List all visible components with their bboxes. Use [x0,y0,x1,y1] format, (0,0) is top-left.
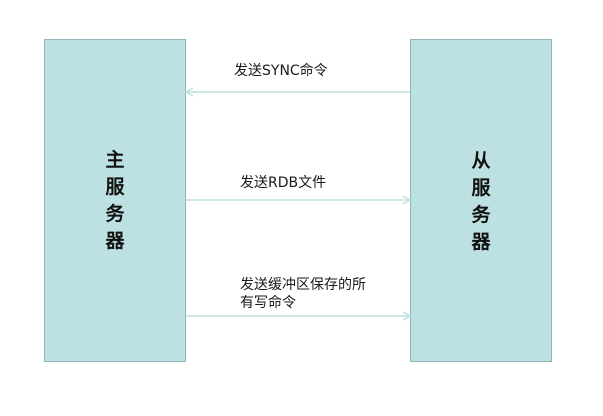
sync-command-label: 发送SYNC命令 [234,63,328,79]
arrow-buffer-commands [186,311,412,321]
buffer-commands-label: 发送缓冲区保存的所 有写命令 [240,276,366,312]
buffer-commands-label-line1: 发送缓冲区保存的所 [240,277,366,293]
arrow-sync-command [184,87,410,97]
buffer-commands-label-line2: 有写命令 [240,295,296,311]
master-server-box: 主服务器 [44,39,186,362]
master-server-label: 主服务器 [105,148,125,252]
slave-server-box: 从服务器 [410,39,552,362]
slave-server-label: 从服务器 [471,149,491,253]
rdb-file-label: 发送RDB文件 [240,175,327,191]
arrow-rdb-file [186,195,412,205]
